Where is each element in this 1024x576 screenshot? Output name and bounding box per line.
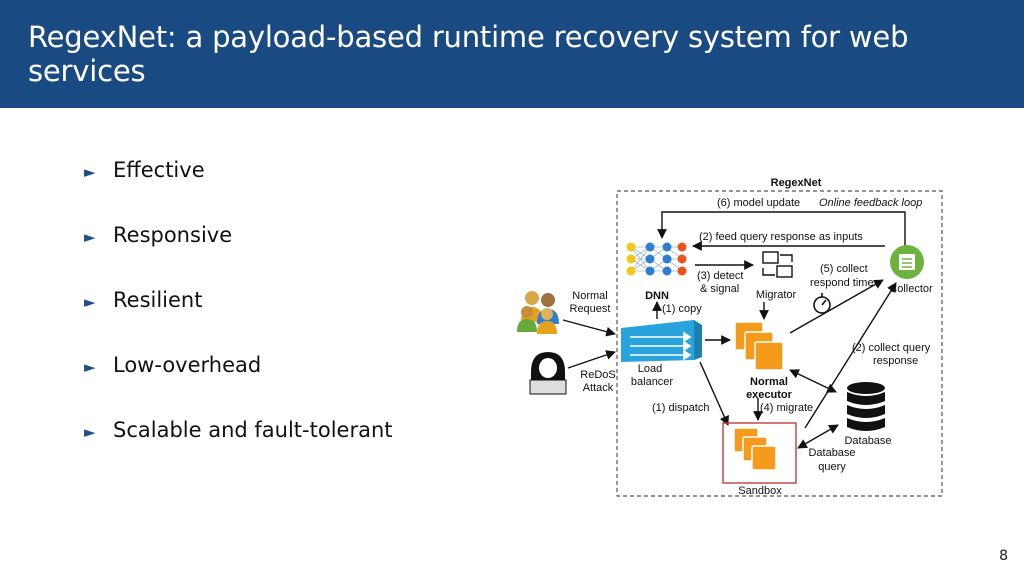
executor-database-arrow: [789, 369, 837, 393]
detect-label-1: (3) detect: [697, 270, 743, 282]
collect-query-arrow: [804, 282, 897, 429]
slide-title: RegexNet: a payload-based runtime recove…: [28, 20, 909, 88]
bullet-text: Effective: [113, 158, 205, 182]
normal-executor-label-2: executor: [746, 389, 793, 401]
triangle-bullet-icon: ►: [84, 423, 96, 441]
redos-label-1: ReDoS: [580, 369, 615, 381]
database-label: Database: [844, 435, 891, 447]
dnn-label: DNN: [645, 290, 669, 302]
triangle-bullet-icon: ►: [84, 228, 96, 246]
load-balancer-label-2: balancer: [631, 376, 674, 388]
sandbox-database-arrow: [797, 424, 839, 449]
triangle-bullet-icon: ►: [84, 163, 96, 181]
page-number: 8: [999, 548, 1008, 564]
regexnet-frame: [616, 190, 943, 497]
bullet-item: ► Resilient: [84, 288, 393, 353]
normal-executor-label-1: Normal: [750, 376, 788, 388]
triangle-bullet-icon: ►: [84, 358, 96, 376]
migrator-icon: [762, 251, 793, 278]
load-balancer-icon: [621, 320, 702, 362]
normal-request-label-1: Normal: [572, 290, 607, 302]
bullet-text: Low-overhead: [113, 353, 262, 377]
feed-query-label: (2) feed query response as inputs: [699, 231, 863, 243]
respond-time-arrow: [789, 279, 884, 334]
load-balancer-label-1: Load: [638, 363, 662, 375]
triangle-bullet-icon: ►: [84, 293, 96, 311]
collector-icon: [890, 245, 924, 279]
sandbox-frame: [722, 422, 797, 484]
dispatch-arrow: [699, 361, 729, 426]
hacker-icon: [529, 352, 567, 395]
model-update-label: (6) model update: [717, 197, 800, 209]
migrator-label: Migrator: [756, 289, 797, 301]
migrate-label: (4) migrate: [760, 402, 813, 414]
detect-label-2: & signal: [700, 283, 739, 295]
bullet-item: ► Effective: [84, 158, 393, 223]
bullet-text: Scalable and fault-tolerant: [113, 418, 393, 442]
database-icon: [847, 382, 885, 431]
collect-query-label-1: (2) collect query: [852, 342, 931, 354]
redos-label-2: Attack: [583, 382, 614, 394]
collect-time-label-2: respond time: [810, 277, 874, 289]
normal-executor-icon: [734, 321, 784, 371]
dnn-icon: [626, 242, 687, 276]
diagram-title: RegexNet: [771, 177, 822, 189]
bullet-text: Responsive: [113, 223, 233, 247]
sandbox-executor-icon: [733, 427, 777, 471]
bullet-item: ► Low-overhead: [84, 353, 393, 418]
users-icon: [517, 291, 559, 334]
database-query-label-2: query: [818, 461, 846, 473]
bullet-text: Resilient: [113, 288, 203, 312]
collector-label: Collector: [889, 283, 933, 295]
collect-query-label-2: response: [873, 355, 918, 367]
bullet-list: ► Effective ► Responsive ► Resilient ► Low-o…: [84, 158, 393, 483]
bullet-item: ► Scalable and fault-tolerant: [84, 418, 393, 483]
dispatch-label: (1) dispatch: [652, 402, 709, 414]
model-update-arrow: [657, 211, 906, 246]
collect-time-label-1: (5) collect: [820, 263, 868, 275]
normal-request-arrow: [562, 319, 616, 337]
bullet-item: ► Responsive: [84, 223, 393, 288]
feedback-loop-label: Online feedback loop: [819, 197, 922, 209]
copy-label: (1) copy: [662, 303, 702, 315]
normal-request-label-2: Request: [570, 303, 611, 315]
title-bar: RegexNet: a payload-based runtime recove…: [0, 0, 1024, 108]
redos-attack-arrow: [567, 350, 616, 369]
database-query-label-1: Database: [808, 447, 855, 459]
sandbox-label: Sandbox: [738, 485, 782, 497]
stopwatch-icon: [813, 293, 831, 314]
